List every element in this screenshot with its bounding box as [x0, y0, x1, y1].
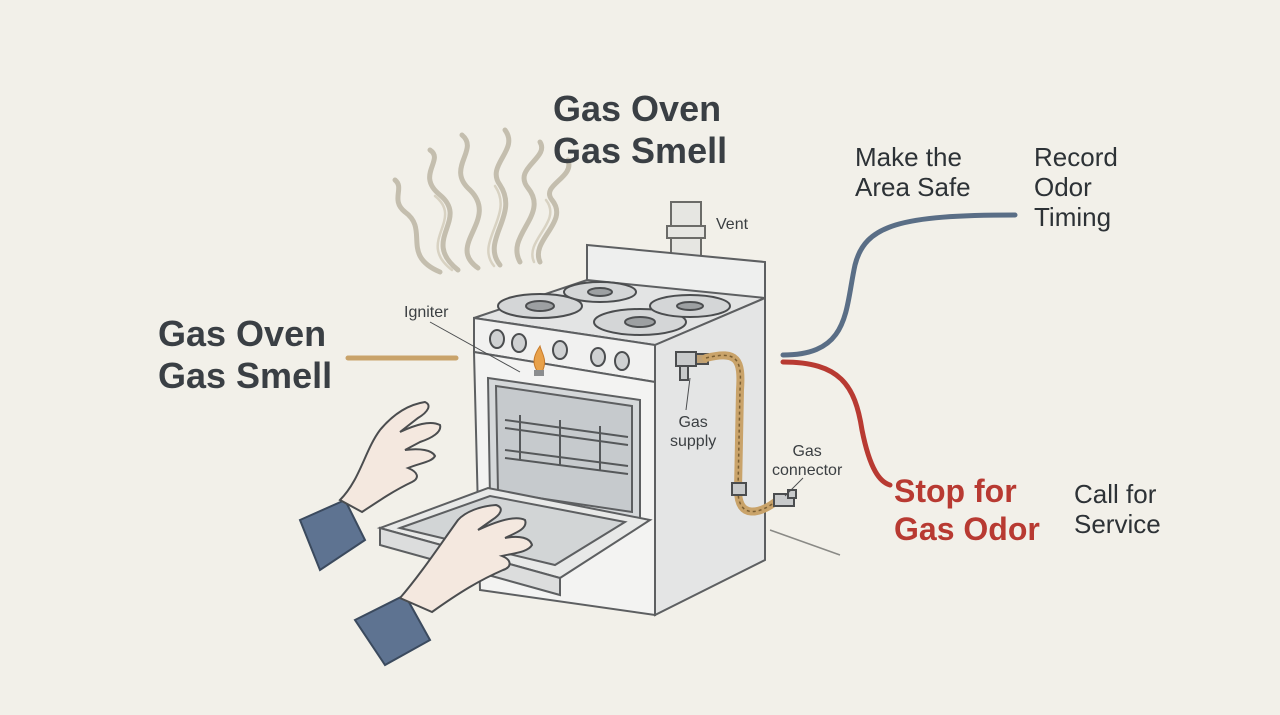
control-knobs — [489, 329, 630, 371]
step-record-odor-timing: Record Odor Timing — [1034, 142, 1118, 232]
upper-hand — [298, 400, 442, 572]
step-call-for-service: Call for Service — [1074, 479, 1161, 539]
step-stop-for-gas-odor: Stop for Gas Odor — [894, 473, 1040, 547]
stop-branch-line — [780, 359, 893, 488]
vent-label: Vent — [716, 216, 749, 233]
vent-pipe — [666, 201, 706, 263]
gas-supply-label: Gas supply — [670, 414, 717, 450]
left-title: Gas Oven Gas Smell — [158, 313, 333, 396]
callout-leaders — [429, 321, 804, 497]
lower-hand — [353, 503, 534, 667]
diagram-title: Gas Oven Gas Smell — [553, 88, 728, 171]
gas-connector-label: Gas connector — [772, 443, 843, 479]
gas-valve — [675, 351, 709, 381]
floor-line — [769, 529, 841, 556]
oven-racks — [504, 415, 629, 475]
igniter-flame — [533, 344, 546, 376]
safe-branch-line — [780, 212, 1018, 358]
igniter-label: Igniter — [404, 304, 449, 321]
burners — [497, 281, 731, 336]
step-make-area-safe: Make the Area Safe — [855, 142, 971, 202]
odor-wisps — [392, 127, 572, 275]
